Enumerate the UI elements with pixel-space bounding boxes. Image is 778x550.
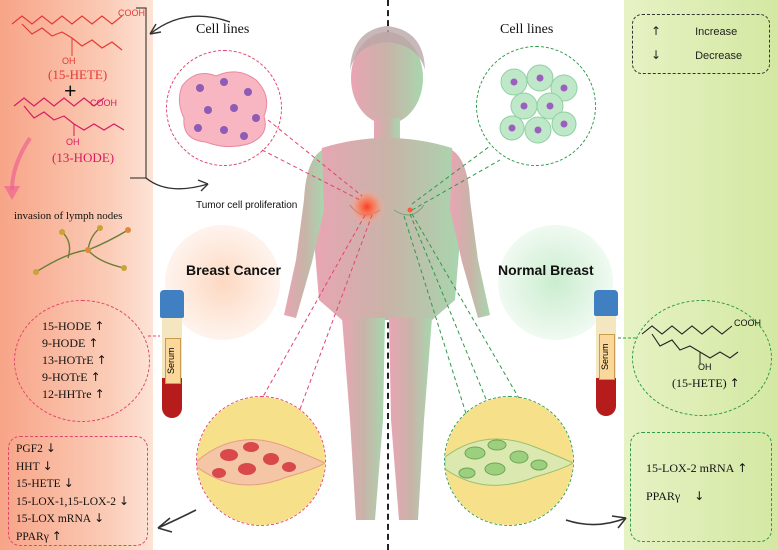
hete-oh-label: OH xyxy=(62,56,76,66)
normal-serum-label: Serum xyxy=(599,334,615,380)
cancer-tissue-box xyxy=(8,436,148,546)
cancer-serum-markers: 15-HODE↑ 9-HODE↑ 13-HOTrE↑ 9-HOTrE↑ 12-H… xyxy=(42,318,107,403)
lymph-invasion-label: invasion of lymph nodes xyxy=(14,210,123,222)
cancer-serum-circle xyxy=(14,300,150,422)
cancer-tissue-illustration xyxy=(197,397,325,525)
normal-cell-lines-circle xyxy=(476,46,596,166)
hete-name-label: (15-HETE) xyxy=(48,67,108,82)
cancer-title-glow xyxy=(165,225,280,340)
normal-title: Normal Breast xyxy=(498,262,594,278)
legend-box xyxy=(632,14,770,74)
cancer-cells-illustration xyxy=(178,71,268,148)
serum-marker-0: 15-HODE↑ xyxy=(42,319,105,333)
serum-marker-2: 13-HOTrE↑ xyxy=(42,353,107,367)
hete-cooh-label: COOH xyxy=(118,8,145,18)
tissue-marker-4: 15-LOX mRNA↓ xyxy=(16,511,105,525)
tumor-proliferation-label: Tumor cell proliferation xyxy=(196,200,298,211)
normal-serum-tube: Serum xyxy=(594,290,618,420)
serum-marker-4: 12-HHTre↑ xyxy=(42,387,105,401)
cancer-serum-tube: Serum xyxy=(160,290,184,420)
tissue-marker-1: HHT↓ xyxy=(16,458,53,473)
tissue-marker-3: 15-LOX-1,15-LOX-2↓ xyxy=(16,493,130,508)
normal-tissue-box xyxy=(630,432,772,542)
normal-tissue-illustration xyxy=(445,397,573,525)
lymph-node-illustration xyxy=(33,225,131,275)
cancer-side-panel xyxy=(0,0,153,550)
hete-hode-structures xyxy=(11,15,125,136)
tissue-marker-5: PPARγ↑ xyxy=(16,528,62,543)
serum-marker-3: 9-HOTrE↑ xyxy=(42,370,101,384)
serum-marker-1: 9-HODE↑ xyxy=(42,336,99,350)
cancer-tissue-circle xyxy=(196,396,326,526)
hode-oh-label: OH xyxy=(66,137,80,147)
normal-tissue-circle xyxy=(444,396,574,526)
normal-side-panel xyxy=(624,0,778,550)
cancer-cell-lines-label: Cell lines xyxy=(196,22,250,37)
cancer-cell-lines-circle xyxy=(166,50,282,166)
normal-hete-label: (15-HETE)↑ xyxy=(672,376,740,390)
hode-name-label: (13-HODE) xyxy=(52,150,115,165)
normal-hete-circle xyxy=(632,300,772,416)
tissue-marker-0: PGF2↓ xyxy=(16,441,56,455)
left-arrows xyxy=(4,7,231,200)
normal-tissue-markers: 15-LOX-2 mRNA↑ PPARγ↓ xyxy=(646,454,747,510)
cancer-tissue-markers: PGF2↓ HHT↓ 15-HETE↓ 15-LOX-1,15-LOX-2↓ 1… xyxy=(16,440,129,545)
normal-cooh-label: COOH xyxy=(734,318,761,328)
cancer-title: Breast Cancer xyxy=(186,262,281,278)
legend-decrease: ↓Decrease xyxy=(651,48,743,62)
normal-oh-label: OH xyxy=(698,362,712,372)
normal-cells-illustration xyxy=(499,64,578,144)
normal-title-glow xyxy=(498,225,613,340)
normal-cell-lines-label: Cell lines xyxy=(500,22,554,37)
normal-marker-1: PPARγ↓ xyxy=(646,489,705,503)
legend-increase: ↑Increase xyxy=(651,24,738,38)
normal-marker-0: 15-LOX-2 mRNA↑ xyxy=(646,461,748,475)
hode-cooh-label: COOH xyxy=(90,98,117,108)
plus-sign: + xyxy=(64,78,77,103)
normal-hete-structure xyxy=(641,325,739,364)
tissue-marker-2: 15-HETE↓ xyxy=(16,476,74,490)
